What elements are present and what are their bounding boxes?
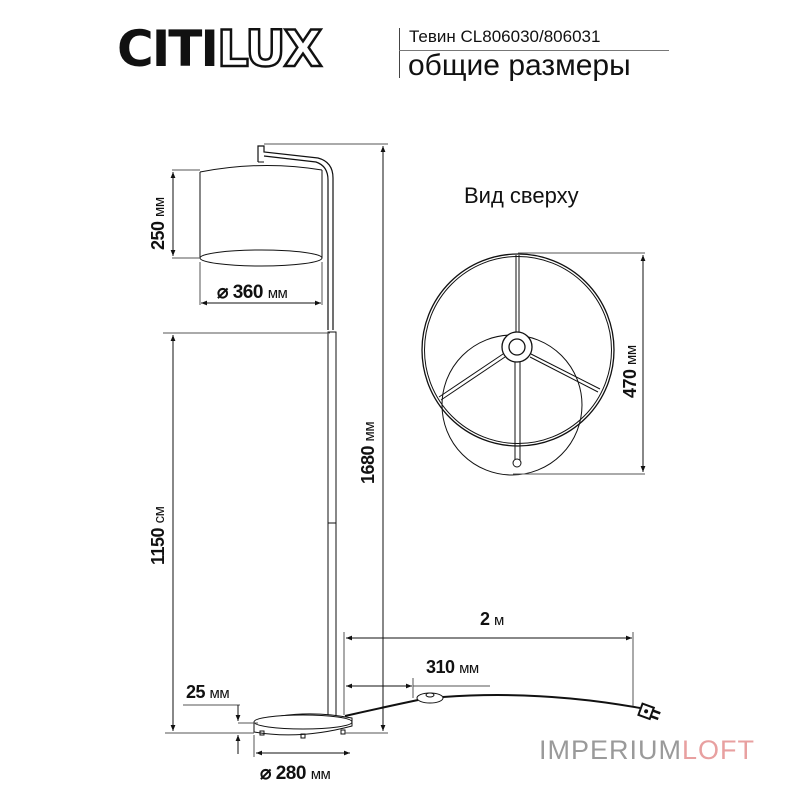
base-diameter-unit: мм [310, 766, 331, 783]
switch-distance-unit: мм [459, 660, 479, 677]
subtitle: общие размеры [408, 49, 631, 82]
diameter-icon: ⌀ [217, 282, 228, 303]
total-height-unit: мм [361, 421, 378, 442]
citilux-logo: CITILUX [117, 23, 324, 76]
shade-diameter-label: ⌀ 360 мм [217, 281, 288, 304]
diameter-icon: ⌀ [260, 763, 271, 784]
cable-length-label: 2 м [480, 609, 504, 630]
lamp-base [253, 713, 353, 739]
lamp-pole [327, 331, 337, 723]
shade-diameter-unit: мм [267, 285, 288, 302]
base-diameter-label: ⌀ 280 мм [260, 762, 331, 785]
cable-length-unit: м [494, 612, 504, 629]
shade-diameter-value: 360 [232, 282, 264, 303]
shade-height-label: 250 мм [148, 197, 169, 250]
shade-height-unit: мм [151, 197, 168, 217]
top-view-height-value: 470 [620, 369, 640, 398]
watermark-part1: IMPERIUM [539, 735, 682, 765]
base-height-unit: мм [209, 685, 230, 702]
logo-citi: CITI [117, 20, 219, 78]
logo-lux: LUX [216, 20, 324, 78]
top-view-height-label: 470 мм [620, 345, 641, 398]
total-height-value: 1680 [358, 445, 378, 484]
top-view-drawing [421, 252, 646, 476]
total-height-label: 1680 мм [358, 422, 379, 484]
cable-length-value: 2 [480, 609, 490, 629]
imperiumloft-watermark: IMPERIUMLOFT [539, 735, 755, 766]
pole-height-label: 1150 см [148, 507, 169, 565]
switch-distance-value: 310 [426, 657, 455, 677]
lamp-arm [257, 145, 334, 330]
top-view-height-unit: мм [623, 345, 640, 365]
header-divider [399, 28, 400, 78]
shade-height-value: 250 [148, 221, 168, 250]
model-title: Тевин CL806030/806031 [409, 27, 601, 46]
plug-icon [637, 702, 661, 721]
top-view-title: Вид сверху [464, 183, 579, 208]
lamp-shade [199, 164, 323, 267]
pole-height-value: 1150 [148, 527, 168, 565]
base-height-value: 25 [186, 682, 206, 702]
switch-distance-label: 310 мм [426, 657, 479, 678]
watermark-part2: LOFT [682, 735, 756, 765]
base-height-label: 25 мм [186, 682, 230, 703]
header-rule [399, 50, 669, 51]
pole-height-unit: см [151, 506, 168, 524]
base-diameter-value: 280 [275, 763, 307, 784]
